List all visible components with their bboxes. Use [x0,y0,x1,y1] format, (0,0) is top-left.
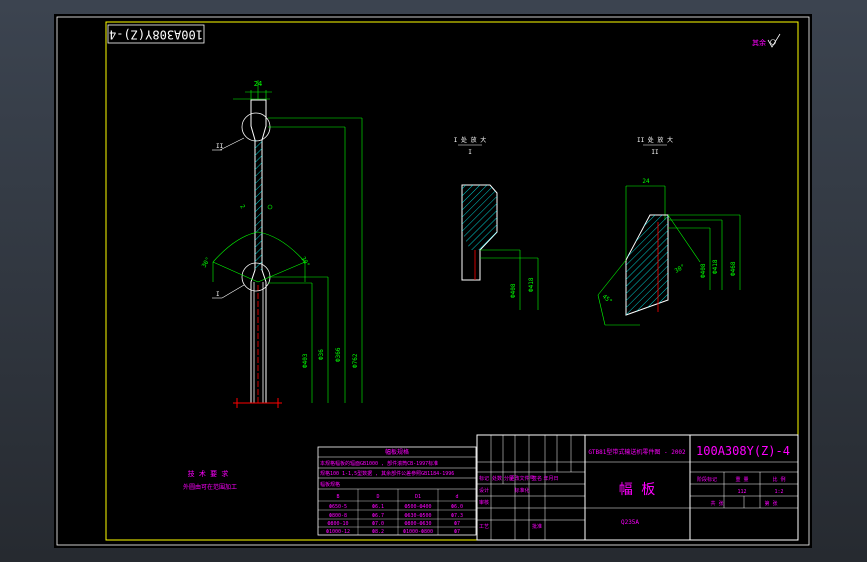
dim-d4: Ф762 [352,353,359,368]
roughness-symbol: 其余 [752,33,781,48]
spec-cell: Ф800-Ф630 [404,521,431,527]
notes-line-1: 外圆由可在范围加工 [183,483,237,491]
tb-part-name: 幅 板 [619,482,655,498]
section-dim-r2: Ф418 [712,259,719,274]
tb-label-doc: 更改文件号 [509,475,534,482]
spec-cell: Ф6.1 [372,504,384,510]
dim-d2: Ф36 [318,349,325,360]
tb-sheet-no: 第 张 [764,500,777,507]
drawing-border [105,21,799,541]
spec-col-h2: D1 [415,494,421,500]
tb-standard-title: GTB81型带式输送机零件图 - 2002 [588,448,686,456]
tb-label-design: 设计 [479,487,489,494]
spec-header: 幅板规格 [320,481,340,488]
tb-sheet-total: 共 张 [710,500,723,507]
outer-border [56,16,810,546]
section-dim-r3: Ф468 [730,261,737,276]
section-right-angle: 30° [674,263,687,274]
tb-stage-header: 阶段标记 [697,476,717,483]
rotated-title-box: 100A308Y(Z)-4 [107,24,205,44]
dim-d1: Ф403 [302,353,309,368]
tb-label-date: 年月日 [543,475,558,482]
tb-label-zone: 分区 [504,475,514,482]
title-block: 标记 处数 分区 更改文件号 签名 年月日 设计 标准化 审核 工艺 批准 GT… [476,434,799,541]
roughness-label: 其余 [752,38,766,47]
spec-col-h3: d [455,494,458,500]
spec-table-title: 幅板规格 [385,448,409,456]
spec-cell: Ф630-Ф500 [404,513,431,519]
spec-cell: Ф800-10 [327,521,348,527]
tb-weight-header: 重 量 [735,476,748,483]
notes-title: 技 术 要 求 [188,469,229,478]
tb-label-standard: 标准化 [514,487,529,494]
spec-cell: Ф7.0 [372,521,384,527]
spec-cell: Ф1000-Ф800 [403,529,433,535]
spec-cell: Ф1000-12 [326,529,350,535]
spec-cell: Ф7.3 [451,513,463,519]
spec-cell: Ф800-8 [329,513,347,519]
dim-angle-right: 30° [299,256,310,269]
rotated-title: 100A308Y(Z)-4 [109,28,203,42]
sheet-background [54,14,812,548]
tb-label-check: 审核 [479,499,489,506]
leader-roman-1: I [216,291,220,298]
section-left-title: I 处 放 大 [454,136,486,144]
spec-table: 幅板规格 本规格幅板的辐面GB1000 , 部件滚筒CB-1997标准 规格10… [317,446,477,536]
main-view: 24 II I 30° 30° 2 [201,80,363,408]
spec-cell: Ф8.2 [372,529,384,535]
tb-weight-value: 112 [737,489,746,495]
technical-notes: 技 术 要 求 外圆由可在范围加工 [183,469,237,491]
tb-label-marker: 标记 [479,475,489,482]
spec-cell: Ф7 [454,521,460,527]
section-left-roman: I [468,149,472,156]
section-detail-1: I 处 放 大 I Ф408 Ф418 [454,136,539,310]
spec-cell: Ф500-Ф400 [404,504,431,510]
section-dim-s2: Ф418 [528,277,535,292]
dim-angle-left: 30° [201,256,212,269]
spec-col-h0: B [336,494,339,500]
section-dim-s1: Ф408 [510,283,517,298]
section-dim-r1: Ф408 [700,263,707,278]
tb-scale-header: 比 例 [772,476,785,483]
tb-drawing-code: 100A308Y(Z)-4 [696,444,790,458]
spec-cell: Ф7 [454,529,460,535]
dim-slope: 2 [238,204,246,211]
tb-label-sign: 签名 [532,475,542,482]
section-right-roman: II [651,149,659,156]
tb-label-process: 工艺 [479,524,489,530]
tb-label-count: 处数 [492,475,502,482]
spec-row-1: 本规格幅板的辐面GB1000 , 部件滚筒CB-1997标准 [320,460,438,467]
leader-roman-2: II [216,143,224,150]
section-detail-2: II 处 放 大 II 24 30° 45° Ф408 Ф418 Ф468 [597,136,741,326]
spec-row-2: 规格100 1-1,5型数据 , 其余部件公差参照GB1184-1996 [320,470,454,477]
spec-col-h1: D [376,494,379,500]
spec-cell: Ф650-5 [329,504,347,510]
section-right-top-dim: 24 [642,178,650,185]
tb-label-approve: 批准 [532,523,542,530]
spec-cell: Ф6.0 [451,504,463,510]
tb-material: Q235A [621,519,639,526]
tb-scale-value: 1:2 [774,489,783,495]
dim-d3: Ф366 [335,347,342,362]
spec-cell: Ф6.7 [372,513,384,519]
section-right-title: II 处 放 大 [637,136,673,144]
